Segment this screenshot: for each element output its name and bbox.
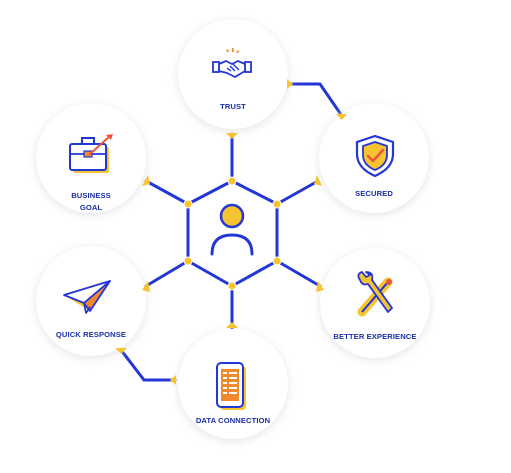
paper-plane-icon — [63, 280, 111, 314]
handshake-icon — [212, 48, 252, 78]
shield-check-icon — [355, 134, 395, 178]
label-quick-response: QUICK RESPONSE — [56, 330, 126, 339]
label-business-goal-line2: GOAL — [80, 203, 103, 212]
connector-secured — [275, 179, 320, 206]
connector-quick-response — [144, 259, 190, 288]
connector-trust-secured — [286, 82, 344, 118]
connector-end-dots — [115, 79, 347, 385]
end-dot-secured — [314, 175, 322, 186]
hexagon-vertex-dots — [183, 176, 282, 291]
connector-better-experience — [275, 259, 322, 288]
connector-quick-data — [119, 348, 177, 382]
label-better-experience: BETTER EXPERIENCE — [333, 332, 416, 341]
end-dot-data-connection — [226, 322, 238, 328]
end-dot-better-experience — [316, 281, 324, 292]
tools-icon — [357, 271, 393, 317]
end-dot-business-goal — [142, 175, 150, 186]
label-trust: TRUST — [220, 102, 246, 111]
end-dot-secured-top — [336, 114, 347, 120]
end-dot-quick-bottom — [115, 348, 127, 354]
briefcase-target-icon — [69, 134, 113, 173]
connector-business-goal — [144, 179, 190, 206]
label-business-goal-line1: BUSINESS — [71, 191, 111, 200]
connector-lines — [119, 82, 344, 382]
node-circles — [35, 19, 431, 442]
phone-data-icon — [216, 362, 246, 410]
label-secured: SECURED — [355, 189, 393, 198]
end-dot-data-left — [170, 375, 176, 385]
center-hexagon — [183, 176, 282, 291]
user-icon — [210, 203, 254, 256]
node-labels: TRUST SECURED BETTER EXPERIENCE DATA CON… — [56, 102, 417, 425]
end-dot-quick-response — [142, 281, 150, 292]
node-better-experience[interactable] — [319, 248, 431, 361]
label-data-connection: DATA CONNECTION — [196, 416, 270, 425]
end-dot-trust-right — [287, 79, 293, 89]
end-dot-trust — [226, 133, 238, 139]
